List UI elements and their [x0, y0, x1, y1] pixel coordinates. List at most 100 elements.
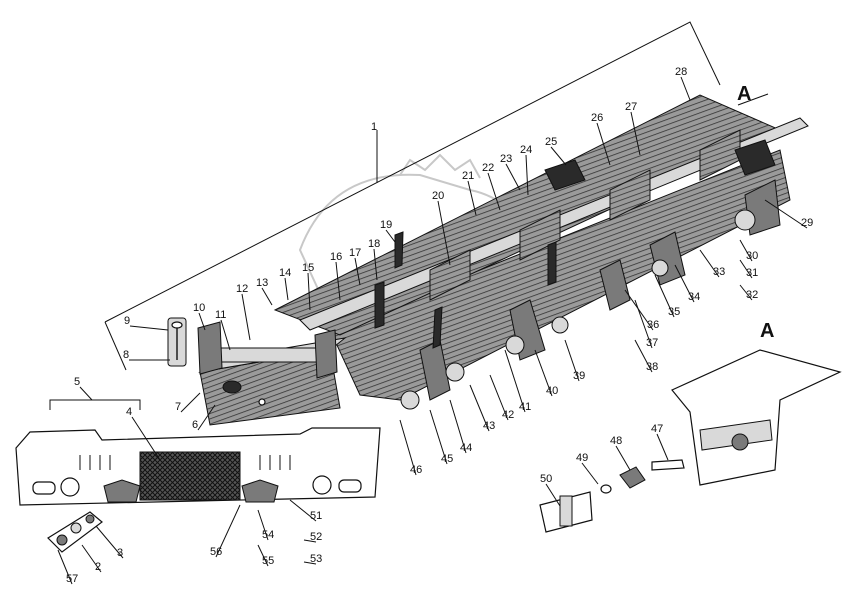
leader-16 — [335, 261, 341, 301]
callout-41: 41 — [519, 401, 531, 413]
callout-33: 33 — [713, 266, 725, 278]
leader-3 — [95, 525, 124, 559]
callout-26: 26 — [591, 112, 603, 124]
leader-11 — [220, 319, 231, 351]
leader-45 — [429, 409, 448, 465]
callout-38: 38 — [646, 361, 658, 373]
callout-4: 4 — [126, 406, 132, 418]
callout-12: 12 — [236, 283, 248, 295]
callout-52: 52 — [310, 531, 322, 543]
leader-31 — [739, 259, 753, 279]
leader-42 — [489, 374, 509, 421]
front-cross-member — [197, 321, 347, 426]
leader-28 — [680, 76, 691, 101]
callout-7: 7 — [175, 401, 181, 413]
callout-20: 20 — [432, 190, 444, 202]
callout-47: 47 — [651, 423, 663, 435]
leader-37 — [634, 299, 653, 349]
leader-43 — [469, 384, 490, 432]
callout-2: 2 — [95, 561, 101, 573]
leader-10 — [198, 312, 206, 331]
callout-32: 32 — [746, 289, 758, 301]
callout-42: 42 — [502, 409, 514, 421]
leader-27 — [630, 111, 641, 156]
callout-51: 51 — [310, 510, 322, 522]
leader-46 — [399, 419, 417, 476]
callout-30: 30 — [746, 250, 758, 262]
callout-36: 36 — [647, 319, 659, 331]
leader-5 — [79, 386, 93, 401]
bracket-right — [314, 329, 338, 379]
callout-43: 43 — [483, 420, 495, 432]
callout-9: 9 — [124, 315, 130, 327]
leader-34 — [674, 264, 695, 303]
callout-57: 57 — [66, 573, 78, 585]
leader-14 — [284, 277, 289, 301]
leader-19 — [385, 229, 396, 243]
callout-1: 1 — [371, 121, 377, 133]
callout-55: 55 — [262, 555, 274, 567]
callout-56: 56 — [210, 546, 222, 558]
leader-49 — [581, 462, 599, 485]
leader-13 — [261, 287, 273, 306]
bracket-left — [197, 321, 223, 375]
leader-30 — [739, 239, 753, 262]
leader-40 — [534, 349, 553, 397]
leader-25 — [550, 146, 567, 166]
leader-lines — [57, 76, 808, 585]
leader-55 — [257, 544, 269, 567]
tow-hook-right — [241, 479, 279, 503]
callout-34: 34 — [688, 291, 700, 303]
callout-54: 54 — [262, 529, 274, 541]
bumper — [15, 427, 381, 506]
side-member-front — [329, 149, 791, 401]
leader-22 — [487, 172, 501, 211]
callout-14: 14 — [279, 267, 291, 279]
bolt-assembly — [167, 317, 187, 367]
bumper-bracket-line — [49, 399, 141, 410]
callout-45: 45 — [441, 453, 453, 465]
tow-hook-left — [103, 479, 141, 503]
callout-25: 25 — [545, 136, 557, 148]
leader-4 — [131, 416, 161, 461]
callout-17: 17 — [349, 247, 361, 259]
callout-15: 15 — [302, 262, 314, 274]
leader-44 — [449, 399, 467, 454]
view-a-arrow-label: A — [737, 83, 751, 105]
callout-50: 50 — [540, 473, 552, 485]
view-a-arrow — [737, 93, 769, 106]
callout-31: 31 — [746, 267, 758, 279]
callout-29: 29 — [801, 217, 813, 229]
leader-23 — [505, 163, 521, 191]
callout-28: 28 — [675, 66, 687, 78]
view-a-detail — [539, 349, 842, 533]
leader-7 — [180, 392, 201, 413]
callout-23: 23 — [500, 153, 512, 165]
frame-assembly — [273, 94, 809, 410]
leader-41 — [504, 349, 526, 413]
callout-40: 40 — [546, 385, 558, 397]
leader-33 — [699, 249, 720, 278]
callout-10: 10 — [193, 302, 205, 314]
callout-5: 5 — [74, 376, 80, 388]
callout-22: 22 — [482, 162, 494, 174]
leader-39 — [564, 339, 580, 382]
leader-26 — [596, 122, 611, 166]
leader-53 — [303, 561, 317, 565]
callout-39: 39 — [573, 370, 585, 382]
leader-56 — [215, 504, 241, 558]
callout-3: 3 — [117, 547, 123, 559]
callout-27: 27 — [625, 101, 637, 113]
leader-48 — [615, 445, 631, 471]
leader-51 — [289, 499, 317, 522]
leader-47 — [656, 433, 669, 461]
bumper-ribs — [79, 455, 291, 470]
leader-50 — [545, 483, 561, 507]
leader-15 — [307, 272, 311, 311]
leader-32 — [739, 284, 753, 301]
callout-18: 18 — [368, 238, 380, 250]
callout-37: 37 — [646, 337, 658, 349]
